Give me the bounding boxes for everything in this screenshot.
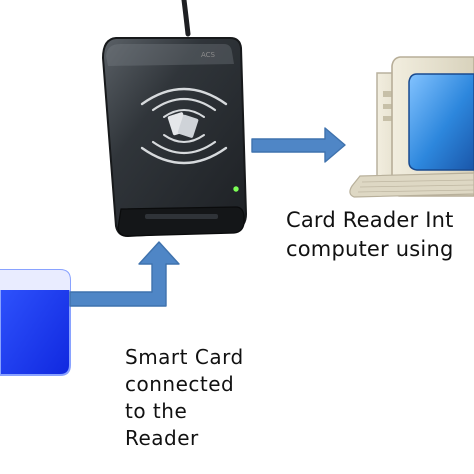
monitor-screen xyxy=(408,73,474,171)
reader-interface-caption-line-2: computer using xyxy=(286,237,454,261)
status-led xyxy=(233,186,239,192)
device-logo: ACS xyxy=(201,51,216,59)
keyboard-keys xyxy=(357,179,474,193)
computer xyxy=(349,56,474,198)
card-connection-caption-line-2: connected xyxy=(125,372,235,396)
card-connection-caption-line-1: Smart Card xyxy=(125,345,244,369)
card-connection-caption-line-3: to the xyxy=(125,399,188,423)
smart-card-top-band xyxy=(0,270,70,290)
reader-cable xyxy=(181,0,191,37)
reader-body xyxy=(101,37,248,238)
card-connection-caption-line-4: Reader xyxy=(125,426,199,450)
signal-wave-top-inner xyxy=(163,109,205,118)
card-icon-front xyxy=(177,114,199,138)
reader-to-computer-arrow xyxy=(251,127,346,163)
card-to-reader-arrow xyxy=(69,241,180,307)
reader-interface-caption: Card Reader Int computer using xyxy=(286,206,454,264)
smart-card xyxy=(0,269,71,376)
reader-interface-caption-line-1: Card Reader Int xyxy=(286,208,454,232)
signal-wave-top-middle xyxy=(151,98,217,112)
card-connection-caption: Smart Card connected to the Reader xyxy=(125,344,244,452)
signal-wave-top-outer xyxy=(140,87,228,106)
signal-wave-bottom-inner xyxy=(163,134,205,143)
card-reader-device: ACS xyxy=(101,37,248,238)
signal-wave-bottom-middle xyxy=(151,140,217,154)
contactless-symbol xyxy=(140,87,228,165)
signal-wave-bottom-outer xyxy=(140,146,228,165)
keyboard xyxy=(349,172,474,198)
reader-top-highlight xyxy=(106,44,234,66)
card-slot-opening xyxy=(145,214,218,219)
card-slot xyxy=(117,206,245,237)
